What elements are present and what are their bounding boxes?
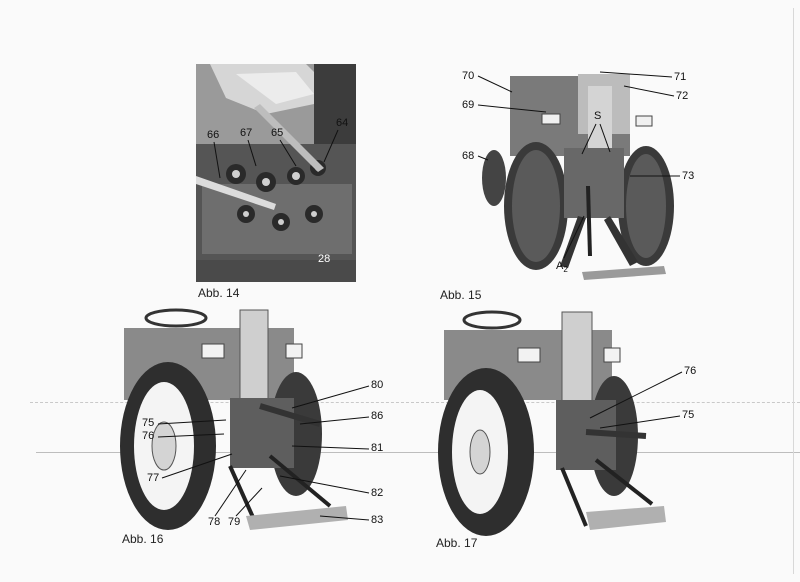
callout-66: 66 <box>207 129 220 141</box>
page-edge <box>793 8 794 574</box>
callout-86: 86 <box>371 410 384 422</box>
callout-78: 78 <box>208 516 221 528</box>
callout-76: 76 <box>142 430 155 442</box>
callout-a2-subscript: 2 <box>563 265 568 275</box>
callout-67: 67 <box>240 127 253 139</box>
callout-a2: A2 <box>556 261 568 274</box>
callout-82: 82 <box>371 487 384 499</box>
callout-81: 81 <box>371 442 384 454</box>
scan-line-solid <box>36 452 800 453</box>
callout-75: 75 <box>142 417 155 429</box>
figure-17-photo <box>436 308 672 536</box>
figure-14-caption: Abb. 14 <box>198 286 240 300</box>
callout-65: 65 <box>271 127 284 139</box>
callout-71: 71 <box>674 71 687 83</box>
figure-14-photo <box>196 64 356 282</box>
callout-73: 73 <box>682 170 695 182</box>
figure-15-caption: Abb. 15 <box>440 288 482 302</box>
scan-line-dashed <box>30 402 800 403</box>
figure-17-caption: Abb. 17 <box>436 536 478 550</box>
figure-16-photo <box>120 306 380 534</box>
callout-28: 28 <box>318 253 331 265</box>
callout-83: 83 <box>371 514 384 526</box>
callout-s: S <box>594 110 602 122</box>
callout-75-fig17: 75 <box>682 409 695 421</box>
callout-64: 64 <box>336 117 349 129</box>
callout-72: 72 <box>676 90 689 102</box>
figure-15-photo <box>478 66 676 294</box>
callout-a2-letter: A <box>556 260 564 272</box>
callout-77: 77 <box>147 472 160 484</box>
callout-76-fig17: 76 <box>684 365 697 377</box>
callout-79: 79 <box>228 516 241 528</box>
callout-80: 80 <box>371 379 384 391</box>
callout-70: 70 <box>462 70 475 82</box>
callout-68: 68 <box>462 150 475 162</box>
callout-69: 69 <box>462 99 475 111</box>
figure-16-caption: Abb. 16 <box>122 532 164 546</box>
